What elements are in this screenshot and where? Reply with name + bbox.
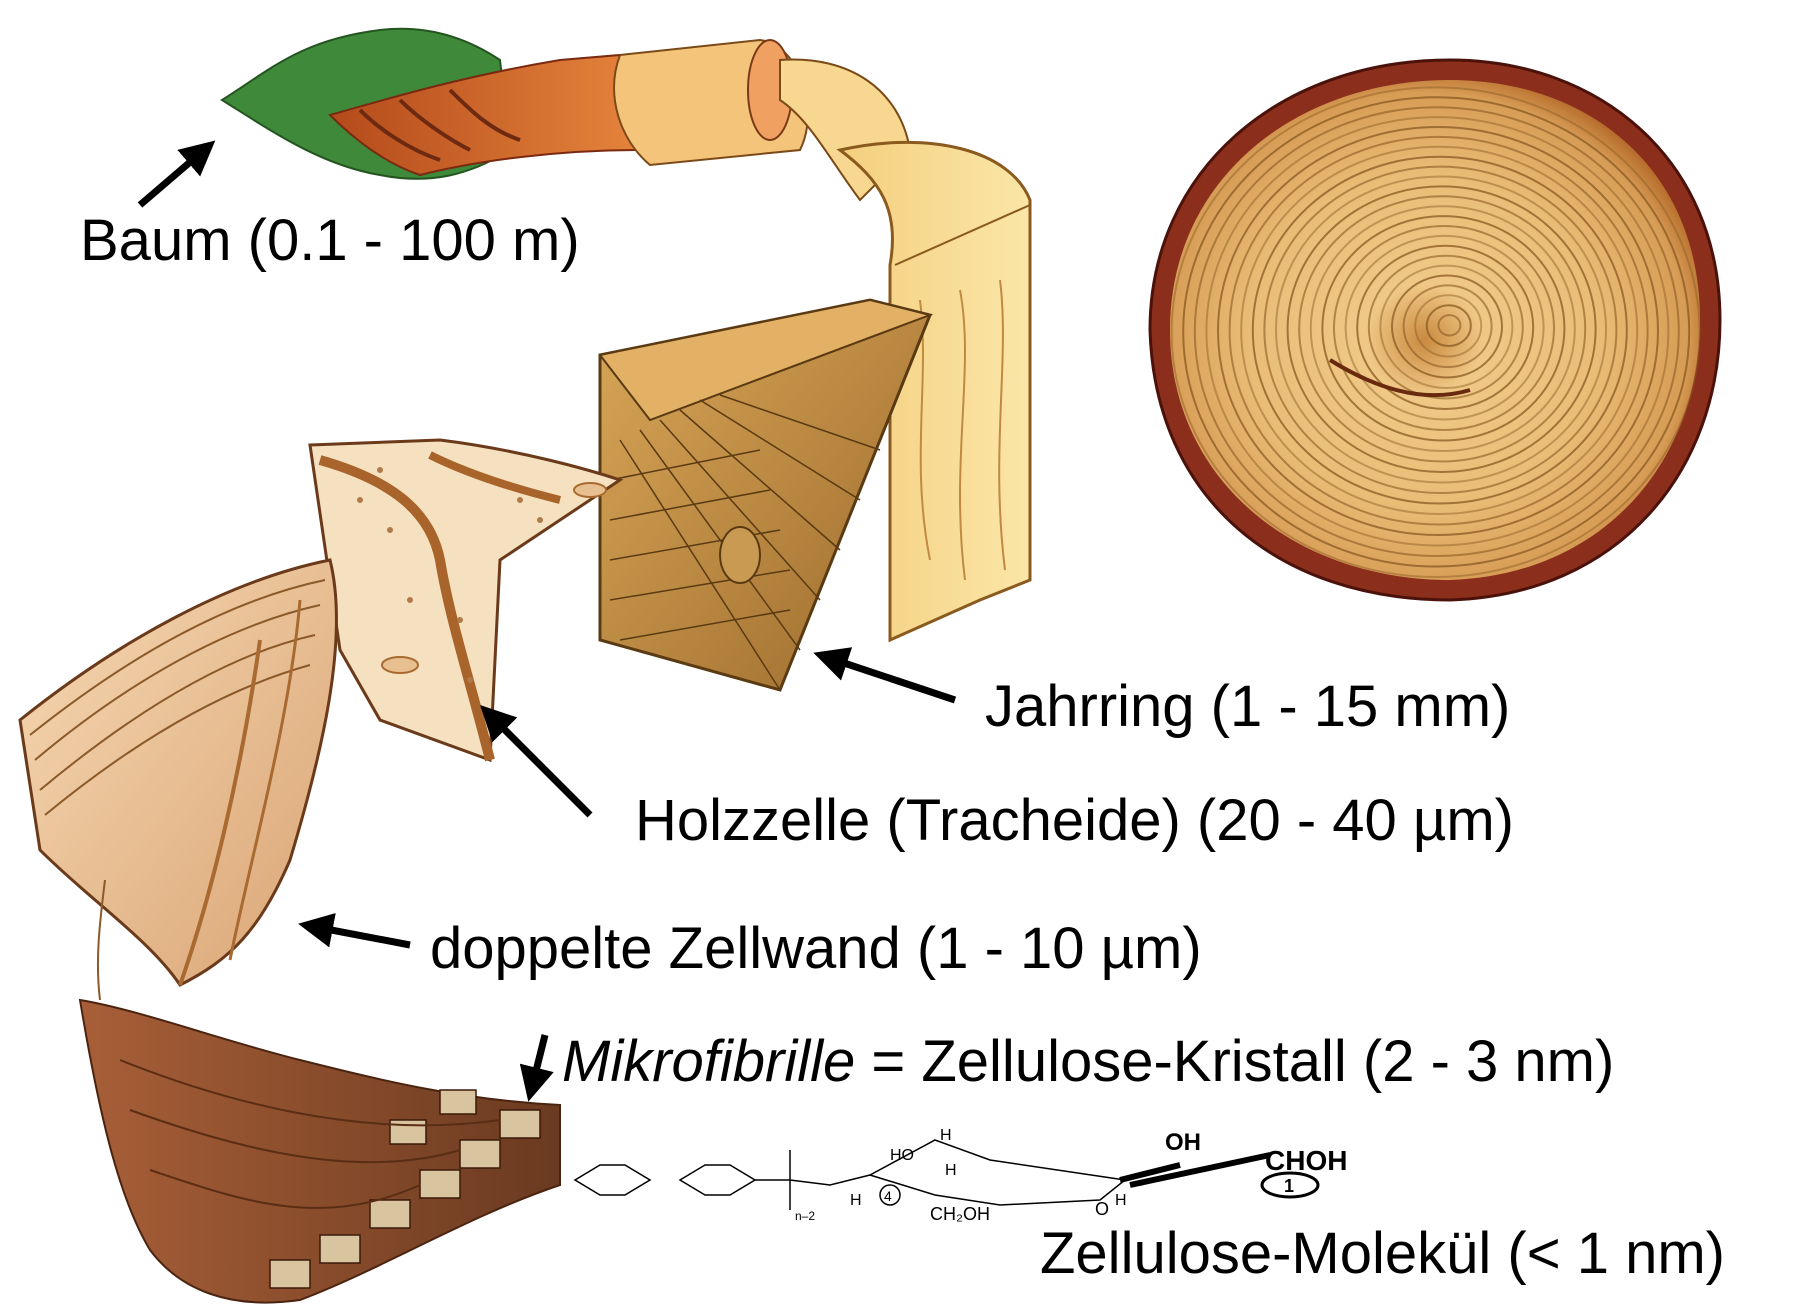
- cell-wall-illustration: [20, 560, 336, 1000]
- label-baum: Baum (0.1 - 100 m): [80, 212, 580, 270]
- formula-h-4: H: [850, 1192, 862, 1209]
- formula-oh-top: OH: [1165, 1129, 1201, 1156]
- arrow-mikrofibrille: [530, 1035, 545, 1095]
- formula-choh: CHOH: [1265, 1145, 1347, 1176]
- formula-h-1: H: [940, 1127, 952, 1144]
- formula-n2: n–2: [795, 1209, 815, 1223]
- wood-cell-illustration: [310, 440, 620, 760]
- tree-cross-section: [1150, 60, 1720, 600]
- label-mikrofibrille-rest: = Zellulose-Kristall (2 - 3 nm): [855, 1029, 1614, 1094]
- label-molekuel: Zellulose-Molekül (< 1 nm): [1040, 1225, 1725, 1283]
- label-jahrring: Jahrring (1 - 15 mm): [985, 678, 1510, 736]
- formula-ho-top: HO: [890, 1147, 914, 1164]
- formula-ch2oh: CH₂OH: [930, 1204, 990, 1224]
- microfibril-illustration: [80, 1000, 560, 1303]
- arrow-baum: [140, 145, 210, 205]
- formula-ring-4: 4: [884, 1188, 892, 1204]
- annual-ring-block: [600, 300, 930, 690]
- arrow-jahrring: [820, 655, 955, 700]
- formula-ring-1: 1: [1284, 1176, 1294, 1196]
- tree-illustration: [222, 29, 910, 200]
- arrow-holzzelle: [485, 710, 590, 815]
- formula-o: O: [1095, 1199, 1109, 1219]
- formula-h-3: H: [1115, 1192, 1127, 1209]
- arrow-zellwand: [305, 925, 410, 945]
- formula-h-2: H: [945, 1162, 957, 1179]
- label-zellwand: doppelte Zellwand (1 - 10 µm): [430, 920, 1202, 978]
- cellulose-formula: 1 4 CHOH OH HO H H H H CH₂OH O n–2: [575, 1127, 1347, 1224]
- label-holzzelle: Holzzelle (Tracheide) (20 - 40 µm): [635, 792, 1514, 850]
- label-mikrofibrille: Mikrofibrille = Zellulose-Kristall (2 - …: [562, 1033, 1614, 1091]
- label-mikrofibrille-term: Mikrofibrille: [562, 1029, 855, 1094]
